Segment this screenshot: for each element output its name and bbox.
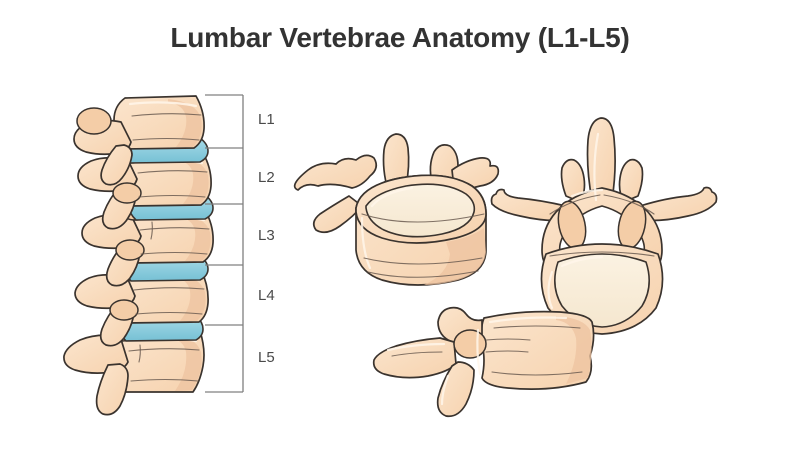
- page-title: Lumbar Vertebrae Anatomy (L1-L5): [170, 22, 630, 53]
- level-label-l2: L2: [258, 169, 275, 186]
- level-bracket: L1 L2 L3 L4 L5: [205, 94, 275, 393]
- level-label-l4: L4: [258, 287, 275, 304]
- lateral-vertebra-view: [372, 306, 595, 418]
- level-label-l5: L5: [258, 349, 275, 366]
- oblique-vertebra-view: [293, 133, 500, 286]
- vertebra-L3: [81, 199, 214, 287]
- lateral-spine-column: [63, 95, 214, 416]
- vertebra-L1: [73, 95, 205, 186]
- superior-vertebra-view: [490, 117, 718, 335]
- level-label-l3: L3: [258, 227, 275, 244]
- level-label-l1: L1: [258, 111, 275, 128]
